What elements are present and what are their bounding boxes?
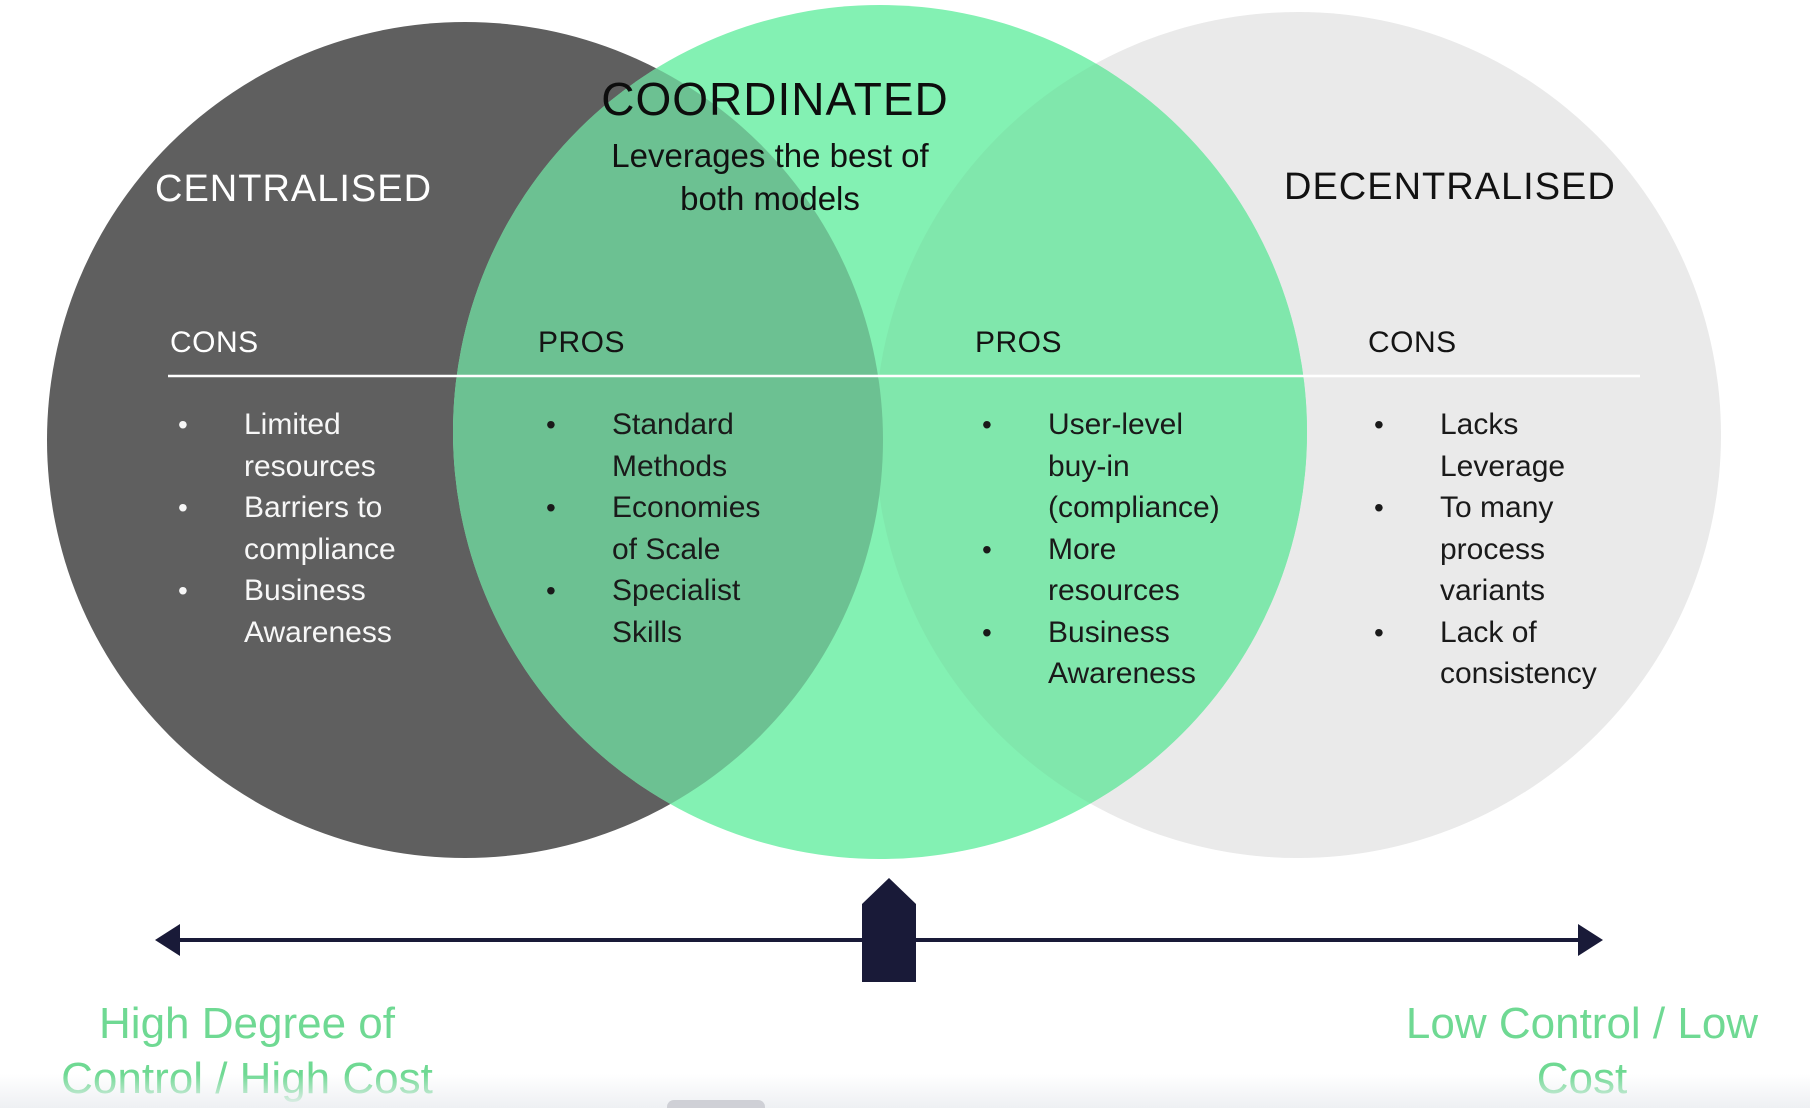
list-item: More resources: [976, 529, 1276, 612]
list-item: Economies of Scale: [540, 487, 840, 570]
axis-right-arrowhead-icon: [1578, 924, 1603, 956]
decentralised-cons-header: CONS: [1368, 326, 1457, 359]
list-item: Standard Methods: [540, 404, 840, 487]
coordinated-title: COORDINATED: [601, 73, 949, 125]
axis-left-arrowhead-icon: [155, 924, 180, 956]
decentralised-title: DECENTRALISED: [1284, 166, 1616, 208]
list-item: Limited resources: [172, 404, 472, 487]
axis-center-marker-icon: [862, 878, 916, 982]
coordinated-right-pros-list: User-level buy-in (compliance) More reso…: [976, 404, 1276, 695]
bottom-gradient: [0, 1074, 1810, 1108]
list-item: Business Awareness: [976, 612, 1276, 695]
list-item: Lacks Leverage: [1368, 404, 1668, 487]
list-item: Specialist Skills: [540, 570, 840, 653]
centralised-cons-list: Limited resources Barriers to compliance…: [172, 404, 472, 653]
list-item: Lack of consistency: [1368, 612, 1668, 695]
coordinated-left-pros-header: PROS: [538, 326, 626, 359]
bottom-ui-peek: [667, 1100, 765, 1108]
centralised-title: CENTRALISED: [155, 168, 433, 210]
list-item: Barriers to compliance: [172, 487, 472, 570]
coordinated-right-pros-header: PROS: [975, 326, 1063, 359]
list-item: To many process variants: [1368, 487, 1668, 612]
coordinated-left-pros-list: Standard Methods Economies of Scale Spec…: [540, 404, 840, 653]
decentralised-cons-list: Lacks Leverage To many process variants …: [1368, 404, 1668, 695]
centralised-cons-header: CONS: [170, 326, 259, 359]
coordinated-subtitle: Leverages the best of both models: [611, 137, 929, 217]
list-item: Business Awareness: [172, 570, 472, 653]
cost-control-axis: [155, 878, 1603, 982]
list-item: User-level buy-in (compliance): [976, 404, 1276, 529]
